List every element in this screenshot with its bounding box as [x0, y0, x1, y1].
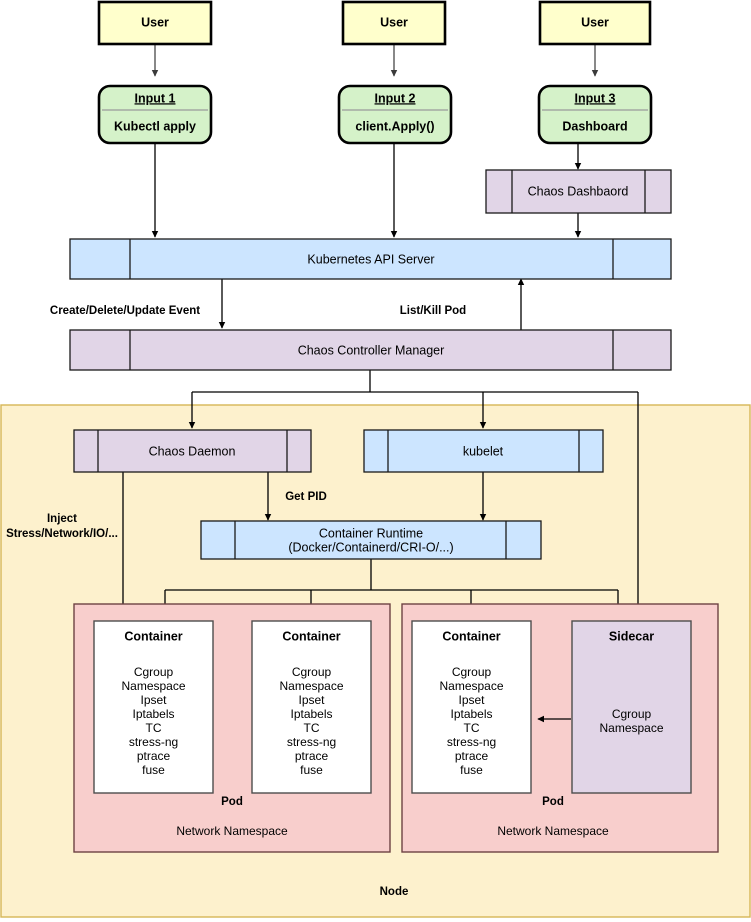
edge-label-inject-line2: Stress/Network/IO/... — [6, 528, 118, 540]
chaos-daemon-component[interactable]: Chaos Daemon — [73, 429, 312, 473]
container-1-item-3: Iptabels — [132, 707, 174, 721]
container-2-item-5: stress-ng — [287, 735, 336, 749]
container-3-item-0: Cgroup — [452, 665, 492, 679]
user-box-2[interactable] — [341, 0, 447, 46]
edge-label-create-delete-update: Create/Delete/Update Event — [50, 305, 200, 317]
container-1-item-7: fuse — [142, 763, 165, 777]
container-3-item-3: Iptabels — [450, 707, 492, 721]
input-2-body: client.Apply() — [355, 119, 434, 133]
container-3-item-4: TC — [464, 721, 480, 735]
container-2-title: Container — [282, 629, 340, 643]
container-3-item-5: stress-ng — [447, 735, 496, 749]
container-2-item-6: ptrace — [295, 749, 329, 763]
container-runtime-component[interactable]: Container Runtime (Docker/Containerd/CRI… — [200, 520, 542, 560]
input-box-3[interactable] — [537, 84, 653, 145]
edge-label-get-pid: Get PID — [285, 491, 327, 503]
container-2-item-1: Namespace — [279, 679, 343, 693]
input-3-body: Dashboard — [562, 119, 627, 133]
container-2-item-0: Cgroup — [292, 665, 332, 679]
user-box-3[interactable] — [538, 0, 652, 46]
input-1-title: Input 1 — [135, 91, 176, 105]
input-3-title: Input 3 — [575, 91, 616, 105]
chaos-daemon-label: Chaos Daemon — [149, 444, 236, 458]
network-namespace-label-2: Network Namespace — [497, 824, 609, 838]
container-runtime-label-line1: Container Runtime — [319, 526, 423, 540]
input-2-title: Input 2 — [375, 91, 416, 105]
container-box-1 — [93, 620, 214, 794]
container-1-title: Container — [124, 629, 182, 643]
pod-label-2: Pod — [542, 796, 564, 808]
container-3-item-1: Namespace — [439, 679, 503, 693]
container-3-title: Container — [442, 629, 500, 643]
container-runtime-label-line2: (Docker/Containerd/CRI-O/...) — [288, 540, 453, 554]
container-1-item-4: TC — [146, 721, 162, 735]
container-2-item-3: Iptabels — [290, 707, 332, 721]
container-1-item-2: Ipset — [140, 693, 167, 707]
container-1-item-0: Cgroup — [134, 665, 174, 679]
container-2-item-7: fuse — [300, 763, 323, 777]
chaos-controller-manager-component[interactable]: Chaos Controller Manager — [69, 329, 672, 371]
pod-label-1: Pod — [221, 796, 243, 808]
kubernetes-api-server-label: Kubernetes API Server — [307, 252, 434, 266]
container-3-item-6: ptrace — [455, 749, 489, 763]
kubernetes-api-server-component[interactable]: Kubernetes API Server — [69, 238, 672, 280]
container-1-item-5: stress-ng — [129, 735, 178, 749]
edge-label-list-kill-pod: List/Kill Pod — [400, 305, 466, 317]
edge-controller-manager-fanout-trunk — [192, 370, 638, 393]
user-box-1[interactable] — [97, 0, 213, 46]
kubelet-label: kubelet — [463, 444, 504, 458]
sidecar-title: Sidecar — [609, 629, 654, 643]
container-3-item-2: Ipset — [458, 693, 485, 707]
input-box-1[interactable] — [97, 84, 213, 145]
edge-label-inject-line1: Inject — [47, 513, 77, 525]
sidecar-item-1: Namespace — [599, 721, 663, 735]
network-namespace-label-1: Network Namespace — [176, 824, 288, 838]
chaos-controller-manager-label: Chaos Controller Manager — [298, 343, 445, 357]
edge-container-runtime-fanout-trunk — [165, 559, 618, 591]
input-1-body: Kubectl apply — [114, 119, 196, 133]
input-box-2[interactable] — [337, 84, 453, 145]
user-label-1: User — [141, 15, 169, 29]
container-box-3 — [411, 620, 532, 794]
container-1-item-1: Namespace — [121, 679, 185, 693]
sidecar-item-0: Cgroup — [612, 707, 652, 721]
sidecar-box — [571, 620, 692, 794]
container-2-item-2: Ipset — [298, 693, 325, 707]
kubelet-component[interactable]: kubelet — [363, 429, 604, 473]
container-1-item-6: ptrace — [137, 749, 171, 763]
chaos-dashboard-label: Chaos Dashbaord — [528, 184, 629, 198]
user-label-3: User — [581, 15, 609, 29]
node-label: Node — [380, 886, 409, 898]
user-label-2: User — [380, 15, 408, 29]
chaos-dashboard-component[interactable]: Chaos Dashbaord — [485, 169, 672, 214]
container-box-2 — [251, 620, 372, 794]
container-2-item-4: TC — [304, 721, 320, 735]
container-3-item-7: fuse — [460, 763, 483, 777]
